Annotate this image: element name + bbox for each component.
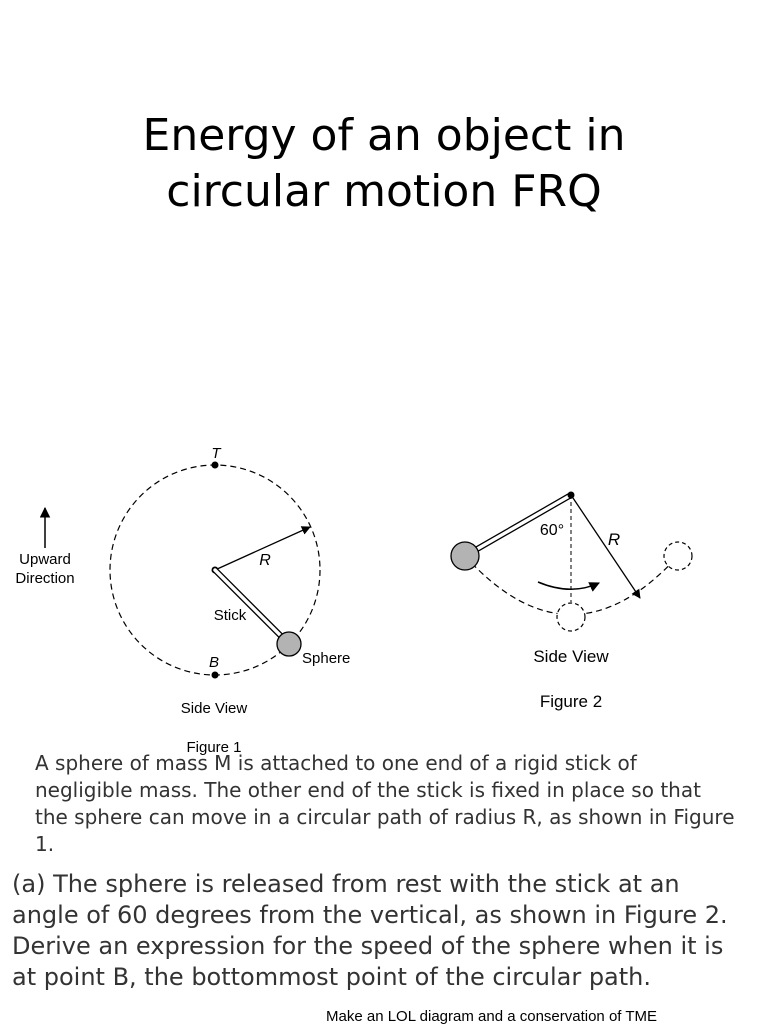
radius-arrow (214, 526, 311, 571)
sphere-position-right (663, 541, 693, 571)
sphere-label: Sphere (302, 650, 350, 667)
upward-label-line-1: Upward (19, 551, 71, 568)
title-line-2: circular motion FRQ (166, 166, 602, 217)
figure-1-caption: Figure 1 (186, 739, 241, 756)
problem-description: A sphere of mass M is attached to one en… (35, 751, 735, 856)
sphere-2 (450, 541, 480, 571)
figure-2-view-label: Side View (533, 647, 609, 666)
radius-2-label: R (608, 530, 620, 549)
sphere (276, 631, 302, 657)
radius-2-arrow (570, 494, 641, 599)
angle-label: 60° (540, 522, 564, 539)
radius-label: R (259, 552, 271, 569)
point-b-label: B (209, 654, 219, 671)
figure-1: Upward Direction T B R Stick Sphere Side… (15, 445, 350, 756)
figure-2: 60° R Side View Figure 2 (450, 491, 693, 711)
stick-inner (213, 568, 291, 646)
title-line-1: Energy of an object in (142, 110, 626, 161)
figure-2-caption: Figure 2 (540, 692, 602, 711)
instruction-note: Make an LOL diagram and a conservation o… (326, 1008, 658, 1025)
point-b-dot (211, 671, 219, 679)
point-t-label: T (211, 445, 222, 462)
slide-title: Energy of an object in circular motion F… (0, 108, 768, 220)
point-t-dot (211, 461, 219, 469)
part-a-question: (a) The sphere is released from rest wit… (12, 870, 728, 991)
stick-2-inner (463, 493, 573, 558)
figure-1-view-label: Side View (181, 700, 248, 717)
upward-label-line-2: Direction (15, 570, 74, 587)
sphere-position-bottom (556, 602, 586, 632)
stick-label: Stick (214, 607, 247, 624)
motion-arrow (537, 581, 600, 592)
